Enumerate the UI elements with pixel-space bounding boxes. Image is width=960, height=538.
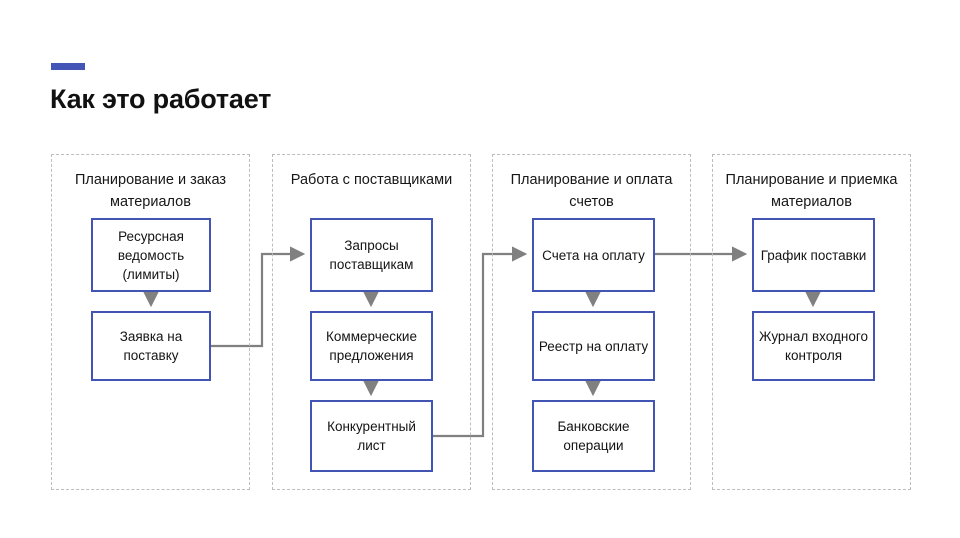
- process-node-competitive-sheet[interactable]: Конкурентный лист: [310, 400, 433, 472]
- process-node-incoming-control-log[interactable]: Журнал входного контроля: [752, 311, 875, 381]
- process-node-invoices-for-payment[interactable]: Счета на оплату: [532, 218, 655, 292]
- group-title-planning-and-material-acceptance: Планирование и приемка материалов: [725, 172, 898, 210]
- group-title-planning-and-material-order: Планирование и заказ материалов: [74, 172, 227, 210]
- group-title-planning-and-invoice-payment: Планирование и оплата счетов: [510, 172, 673, 210]
- process-node-commercial-offers[interactable]: Коммерческие предложения: [310, 311, 433, 381]
- process-group-planning-and-invoice-payment: Планирование и оплата счетов: [492, 154, 691, 490]
- process-group-planning-and-material-acceptance: Планирование и приемка материалов: [712, 154, 911, 490]
- title-accent-dash: [51, 63, 85, 70]
- page-title: Как это работает: [50, 84, 272, 114]
- process-group-work-with-suppliers: Работа с поставщиками: [272, 154, 471, 490]
- process-node-supply-request[interactable]: Заявка на поставку: [91, 311, 211, 381]
- process-group-planning-and-material-order: Планирование и заказ материалов: [51, 154, 250, 490]
- process-node-payment-register[interactable]: Реестр на оплату: [532, 311, 655, 381]
- process-node-delivery-schedule[interactable]: График поставки: [752, 218, 875, 292]
- process-node-bank-operations[interactable]: Банковские операции: [532, 400, 655, 472]
- process-node-supplier-requests[interactable]: Запросы поставщикам: [310, 218, 433, 292]
- process-node-resource-sheet[interactable]: Ресурсная ведомость (лимиты): [91, 218, 211, 292]
- group-title-work-with-suppliers: Работа с поставщиками: [290, 172, 453, 188]
